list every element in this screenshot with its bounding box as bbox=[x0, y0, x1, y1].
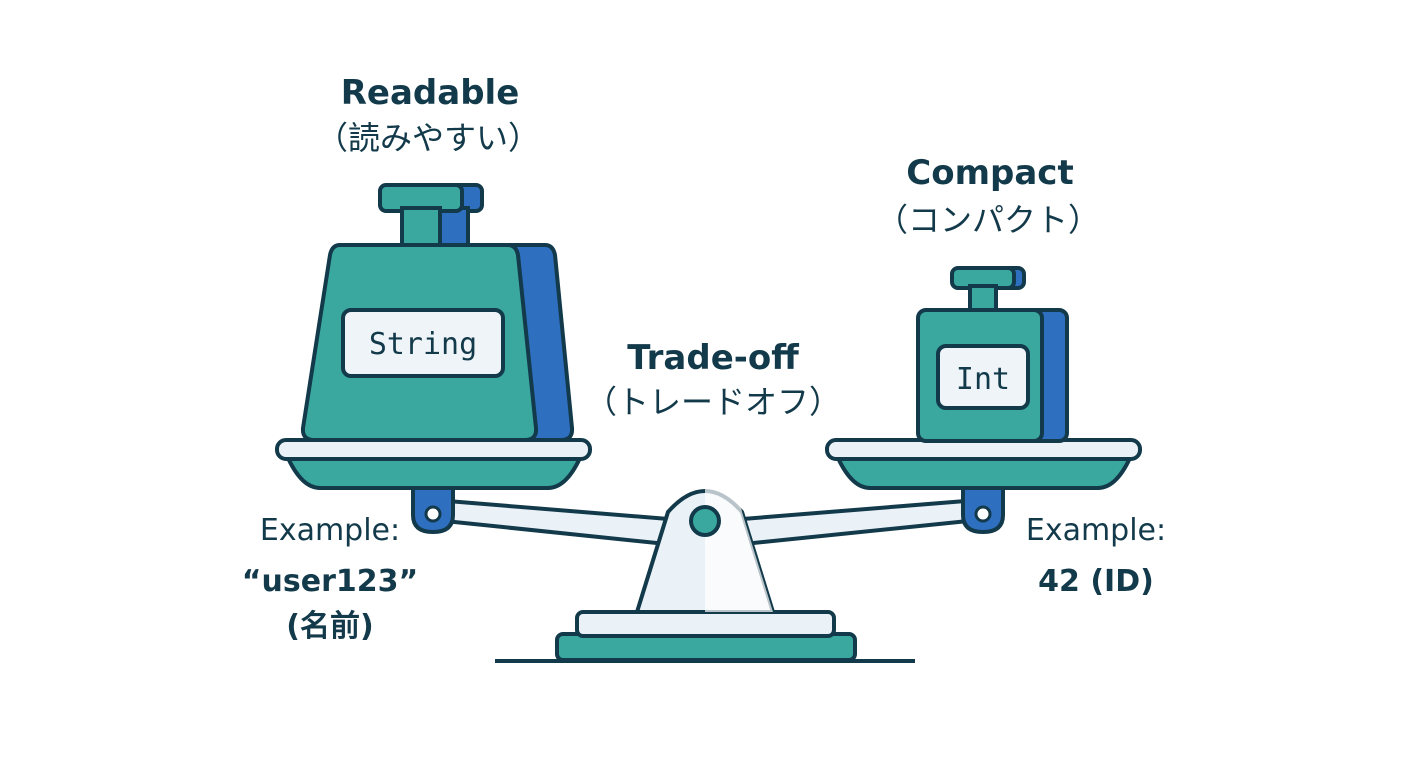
int-weight bbox=[916, 266, 1069, 443]
pivot-circle bbox=[689, 505, 721, 537]
right-pan bbox=[825, 438, 1142, 490]
int-label-plate bbox=[936, 344, 1030, 410]
tradeoff-subtitle: （トレードオフ） bbox=[584, 383, 842, 421]
string-weight-label: String bbox=[369, 327, 477, 362]
string-weight bbox=[300, 183, 575, 442]
string-label-plate bbox=[341, 308, 505, 378]
readable-subtitle: （読みやすい） bbox=[315, 119, 541, 157]
scale-base bbox=[555, 610, 857, 662]
tradeoff-title: Trade-off bbox=[627, 338, 799, 378]
right-example-label: Example: bbox=[1025, 513, 1167, 548]
readable-title: Readable bbox=[340, 73, 520, 113]
compact-title: Compact bbox=[906, 153, 1074, 193]
left-example-note: (名前) bbox=[286, 609, 374, 644]
left-hanger bbox=[411, 484, 455, 535]
scale-pillar bbox=[635, 482, 775, 614]
right-example-value: 42 (ID) bbox=[1038, 564, 1154, 599]
int-weight-label: Int bbox=[956, 362, 1010, 397]
left-example-label: Example: bbox=[259, 513, 401, 548]
right-hanger bbox=[961, 484, 1005, 535]
left-example-value: “user123” bbox=[241, 564, 419, 599]
compact-subtitle: （コンパクト） bbox=[875, 201, 1101, 239]
left-pan bbox=[275, 438, 592, 490]
